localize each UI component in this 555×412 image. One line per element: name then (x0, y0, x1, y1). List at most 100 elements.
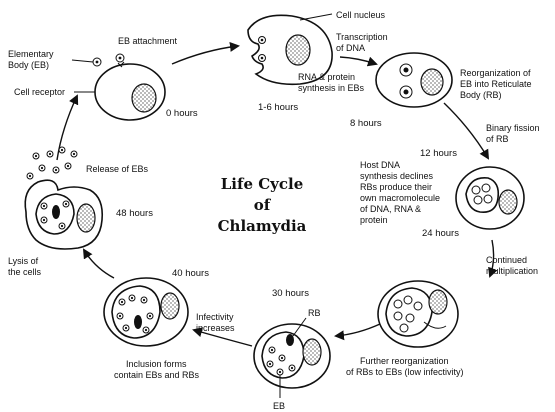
title-line-1: Life Cycle (221, 175, 304, 193)
label-eb: EB (273, 401, 285, 411)
rb-core (403, 89, 409, 95)
arrow-0h-to-1-6h (171, 42, 240, 65)
label-transcription: Transcription (336, 32, 388, 42)
label-eb-attachment: EB attachment (118, 36, 178, 46)
cell-nucleus (76, 203, 96, 233)
label-of-dna: of DNA (336, 43, 365, 53)
cell-nucleus (302, 338, 322, 366)
eb-core (118, 314, 122, 318)
reticulate-body (393, 299, 403, 309)
arrow-8h-to-24h (443, 102, 490, 160)
time-24h: 24 hours (422, 228, 459, 239)
cell-nucleus (428, 289, 448, 315)
cell-nucleus (285, 34, 311, 66)
eb-core (268, 362, 272, 366)
label-synthesis-declines: synthesis declines (360, 171, 434, 181)
label-increases: increases (196, 323, 235, 333)
label-the-cells: the cells (8, 267, 42, 277)
title-line-3: Chlamydia (218, 217, 307, 235)
label-rb: RB (308, 308, 321, 318)
label-rna-protein: RNA & protein (298, 72, 355, 82)
eb-core (66, 164, 70, 168)
stage-12h: 12 hours Binary fission of RB (420, 123, 540, 159)
arrow-40h-to-48h (82, 248, 115, 279)
reticulate-body (52, 205, 60, 219)
eb-core (280, 356, 284, 360)
eb-core (48, 152, 52, 156)
leader-line (71, 59, 94, 63)
cell-receptor-mark (117, 61, 125, 68)
label-protein: protein (360, 215, 388, 225)
eb-core (130, 296, 134, 300)
cell-nucleus (131, 83, 157, 113)
label-inclusion-forms: Inclusion forms (126, 359, 187, 369)
time-40h: 40 hours (172, 268, 209, 279)
label-multiplication: multiplication (486, 266, 538, 276)
cell-nucleus (498, 189, 518, 215)
label-reorganization: Reorganization of (460, 68, 531, 78)
eb-core (144, 328, 148, 332)
eb-core (72, 152, 76, 156)
eb-core (142, 298, 146, 302)
reticulate-body (134, 315, 142, 329)
cell-nucleus (160, 292, 180, 320)
label-elementary: Elementary (8, 49, 54, 59)
reticulate-body (286, 334, 294, 346)
eb-core (54, 168, 58, 172)
eb-core (124, 326, 128, 330)
stage-48h: Release of EBs 48 hours Lysis of the cel… (8, 146, 153, 277)
inclusion-body (465, 177, 500, 214)
host-cell (377, 280, 459, 348)
eb-core (260, 38, 264, 42)
label-release-of-ebs: Release of EBs (86, 164, 149, 174)
leader-line (299, 13, 333, 21)
label-cell-nucleus: Cell nucleus (336, 10, 386, 20)
label-dna-rna: of DNA, RNA & (360, 204, 421, 214)
inclusion-body (111, 285, 161, 339)
reticulate-body (399, 323, 409, 333)
eb-core (34, 154, 38, 158)
reticulate-body (471, 185, 481, 195)
time-1-6h: 1-6 hours (258, 102, 298, 113)
label-synthesis-in-ebs: synthesis in EBs (298, 83, 365, 93)
stage-24h: Host DNA synthesis declines RBs produce … (360, 160, 525, 239)
reticulate-body (393, 311, 403, 321)
cycle-arrows (56, 42, 498, 347)
stage-1-6h: Cell nucleus Transcription of DNA RNA & … (247, 10, 388, 113)
eb-core (95, 60, 99, 64)
time-30h: 30 hours (272, 288, 309, 299)
reticulate-body (483, 194, 493, 204)
arrow-24h-to-continued (488, 239, 498, 278)
eb-core (148, 314, 152, 318)
label-of-rb: of RB (486, 134, 509, 144)
label-eb-into-reticulate: EB into Reticulate (460, 79, 532, 89)
arrow-30h-to-40h (192, 327, 253, 347)
eb-core (260, 56, 264, 60)
diagram-title: Life Cycle of Chlamydia (218, 175, 307, 235)
stage-continued-multiplication: Continued multiplication (377, 255, 538, 348)
stage-8h: 8 hours Reorganization of EB into Reticu… (350, 52, 532, 129)
arrow-continued-to-30h (334, 323, 381, 341)
label-contain-ebs-rbs: contain EBs and RBs (114, 370, 200, 380)
leader-line (292, 317, 307, 337)
label-body-eb: Body (EB) (8, 60, 49, 70)
inclusion-fold (423, 321, 447, 329)
label-own-macromolecule: own macromolecule (360, 193, 440, 203)
label-rbs-produce: RBs produce their (360, 182, 432, 192)
label-cell-receptor: Cell receptor (14, 87, 65, 97)
cell-nucleus (420, 68, 444, 96)
eb-core (290, 366, 294, 370)
time-12h: 12 hours (420, 148, 457, 159)
arrow-1-6h-to-8h (339, 56, 378, 67)
eb-core (64, 202, 68, 206)
stage-0h: EB attachment Elementary Body (EB) Cell … (8, 36, 198, 121)
rb-core (403, 67, 409, 73)
inclusion-body (385, 287, 433, 337)
label-lysis-of: Lysis of (8, 256, 39, 266)
reticulate-body (403, 295, 413, 305)
eb-core (42, 204, 46, 208)
label-binary-fission: Binary fission (486, 123, 540, 133)
eb-core (270, 348, 274, 352)
arrow-48h-to-0h (56, 94, 79, 161)
